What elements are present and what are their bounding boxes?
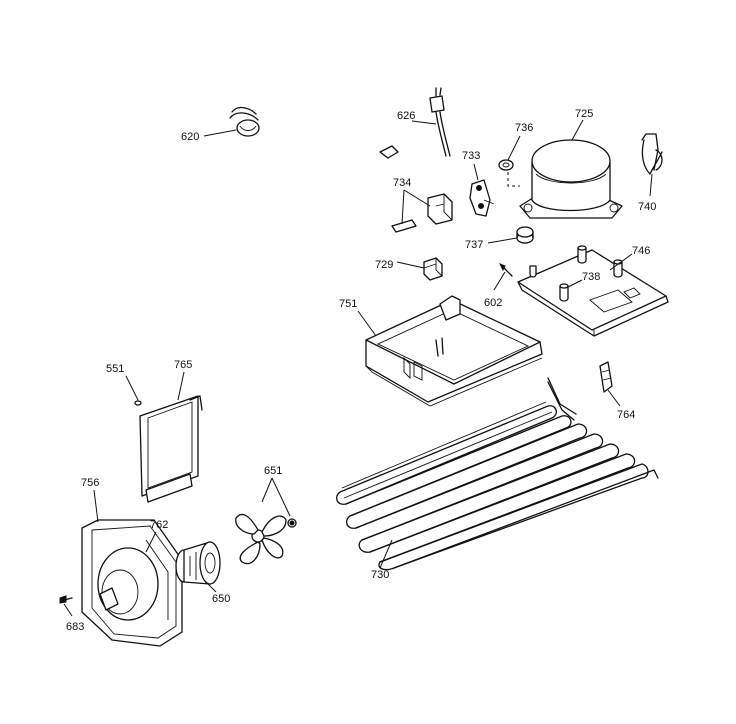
leader-734b	[401, 189, 405, 225]
leader-651a	[261, 477, 273, 503]
leader-756	[93, 489, 99, 523]
callout-725: 725	[575, 108, 593, 120]
leader-733	[473, 163, 479, 181]
part-729-connector	[423, 257, 443, 281]
leader-729	[396, 261, 425, 269]
leader-650	[203, 579, 217, 593]
part-683-screw	[59, 595, 73, 604]
part-746-base-plate	[517, 245, 669, 337]
part-551-screw	[134, 400, 142, 406]
part-734-start-device	[391, 193, 453, 233]
leader-746	[609, 253, 633, 271]
leader-651b	[271, 477, 291, 517]
part-756-fan-shroud	[81, 519, 183, 647]
coil-tubes	[335, 405, 649, 571]
callout-651: 651	[264, 465, 282, 477]
leader-762	[145, 531, 157, 553]
callout-650: 650	[212, 593, 230, 605]
leader-751	[357, 310, 377, 337]
leader-764	[607, 389, 621, 407]
dashed-link-736	[507, 172, 520, 187]
mount-studs	[529, 245, 623, 302]
leader-551	[125, 375, 139, 401]
part-651-fan-blade	[235, 513, 287, 565]
part-730-condenser-coil	[335, 377, 659, 571]
callout-620: 620	[181, 131, 199, 143]
part-651-nut	[287, 518, 297, 528]
part-765-panel	[139, 395, 203, 503]
callout-683: 683	[66, 621, 84, 633]
part-740-clip	[641, 133, 663, 175]
callout-626: 626	[397, 110, 415, 122]
callout-729: 729	[375, 259, 393, 271]
callout-751: 751	[339, 298, 357, 310]
part-602-screw	[498, 263, 513, 277]
callout-764: 764	[617, 409, 635, 421]
part-620-sensor	[229, 106, 260, 137]
leader-730	[379, 539, 393, 569]
callout-602: 602	[484, 297, 502, 309]
leader-734a	[403, 189, 431, 207]
part-626-plug	[379, 87, 451, 159]
part-725-compressor	[519, 139, 623, 219]
callout-734: 734	[393, 177, 411, 189]
callout-762: 762	[150, 519, 168, 531]
callout-746: 746	[632, 245, 650, 257]
callout-730: 730	[371, 569, 389, 581]
part-736-grommet	[498, 159, 514, 171]
leader-626	[411, 120, 437, 125]
leader-683	[63, 603, 73, 617]
leader-602	[493, 271, 506, 291]
part-764-bracket	[599, 361, 613, 393]
part-733-relay	[469, 179, 495, 217]
leader-740	[649, 173, 653, 197]
callout-756: 756	[81, 477, 99, 489]
leader-765	[177, 371, 185, 401]
leader-737	[487, 237, 518, 244]
callout-733: 733	[462, 150, 480, 162]
callout-740: 740	[638, 201, 656, 213]
leader-738	[565, 279, 583, 289]
callout-551: 551	[106, 363, 124, 375]
part-737-mount	[516, 226, 534, 244]
leader-736	[507, 135, 521, 161]
leader-725	[571, 119, 584, 141]
part-650-fan-motor	[175, 541, 221, 585]
part-751-drain-pan	[365, 295, 543, 407]
callout-736: 736	[515, 122, 533, 134]
callout-765: 765	[174, 359, 192, 371]
leader-620	[203, 129, 237, 137]
callout-738: 738	[582, 271, 600, 283]
callout-737: 737	[465, 239, 483, 251]
